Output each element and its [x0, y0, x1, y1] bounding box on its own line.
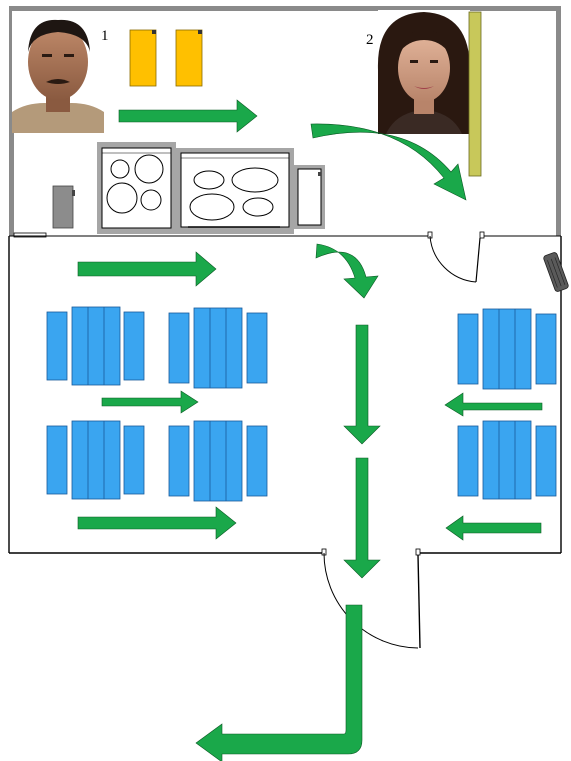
arrow-right-group-bottom: [445, 515, 542, 541]
photo-1-label: 1: [101, 28, 109, 44]
arrow-curve-to-door: [310, 123, 467, 201]
fridge-body: [297, 168, 322, 226]
counter-bar: [468, 11, 482, 177]
kitchen-left-wall: [9, 6, 14, 236]
arrow-kitchen-right: [118, 99, 258, 133]
doors: [323, 235, 481, 649]
arrow-exit: [195, 604, 363, 761]
burner-3: [106, 182, 138, 214]
arrow-down-2: [343, 457, 381, 579]
cabinet: [52, 185, 74, 229]
table-group-4: [168, 420, 268, 502]
kitchen-furniture: [52, 11, 569, 292]
top-door-jamb-right: [479, 231, 485, 239]
table-group-6: [457, 420, 557, 500]
sink-basin-3: [189, 193, 235, 221]
arrow-right-group-top: [444, 392, 543, 417]
chair-1-tab: [152, 30, 156, 34]
table-group-1: [46, 306, 145, 386]
person-photo-woman-icon: [377, 12, 470, 134]
divider-wall-shade: [13, 232, 47, 238]
fridge-handle: [318, 172, 321, 176]
photo-1: 1: [12, 11, 109, 133]
photo-2: 2: [366, 10, 470, 134]
person-photo-man-icon: [12, 19, 104, 133]
bottom-door-jamb-right: [415, 548, 421, 556]
stove-top: [101, 147, 172, 229]
burner-4: [140, 189, 162, 211]
arrow-small-curve: [315, 243, 379, 299]
dining-tables: [46, 306, 557, 502]
sink-basin-2: [231, 167, 279, 193]
upper-door-leaf: [475, 237, 481, 283]
sink-top: [180, 152, 290, 228]
chair-1: [129, 29, 157, 87]
lower-door-leaf: [417, 554, 421, 649]
arrow-dining-top: [77, 251, 217, 287]
table-group-3: [46, 420, 145, 500]
flow-arrows: [77, 99, 543, 761]
burner-2: [134, 154, 164, 184]
burner-1: [110, 159, 130, 179]
upper-door-swing: [429, 235, 477, 283]
arrow-tables-right: [101, 390, 199, 414]
sink-basin-1: [193, 170, 225, 190]
kitchen-right-wall: [556, 6, 561, 236]
cabinet-handle: [72, 190, 75, 196]
kitchen-top-wall: [9, 6, 561, 11]
table-group-2: [168, 307, 268, 389]
chair-2: [175, 29, 203, 87]
sink-basin-4: [242, 197, 274, 217]
arrow-dining-bottom: [77, 506, 237, 540]
arrow-down-1: [343, 324, 381, 445]
photo-2-label: 2: [366, 32, 374, 48]
chair-2-tab: [198, 30, 202, 34]
table-group-5: [457, 308, 557, 390]
trash-can-icon: [543, 252, 569, 292]
